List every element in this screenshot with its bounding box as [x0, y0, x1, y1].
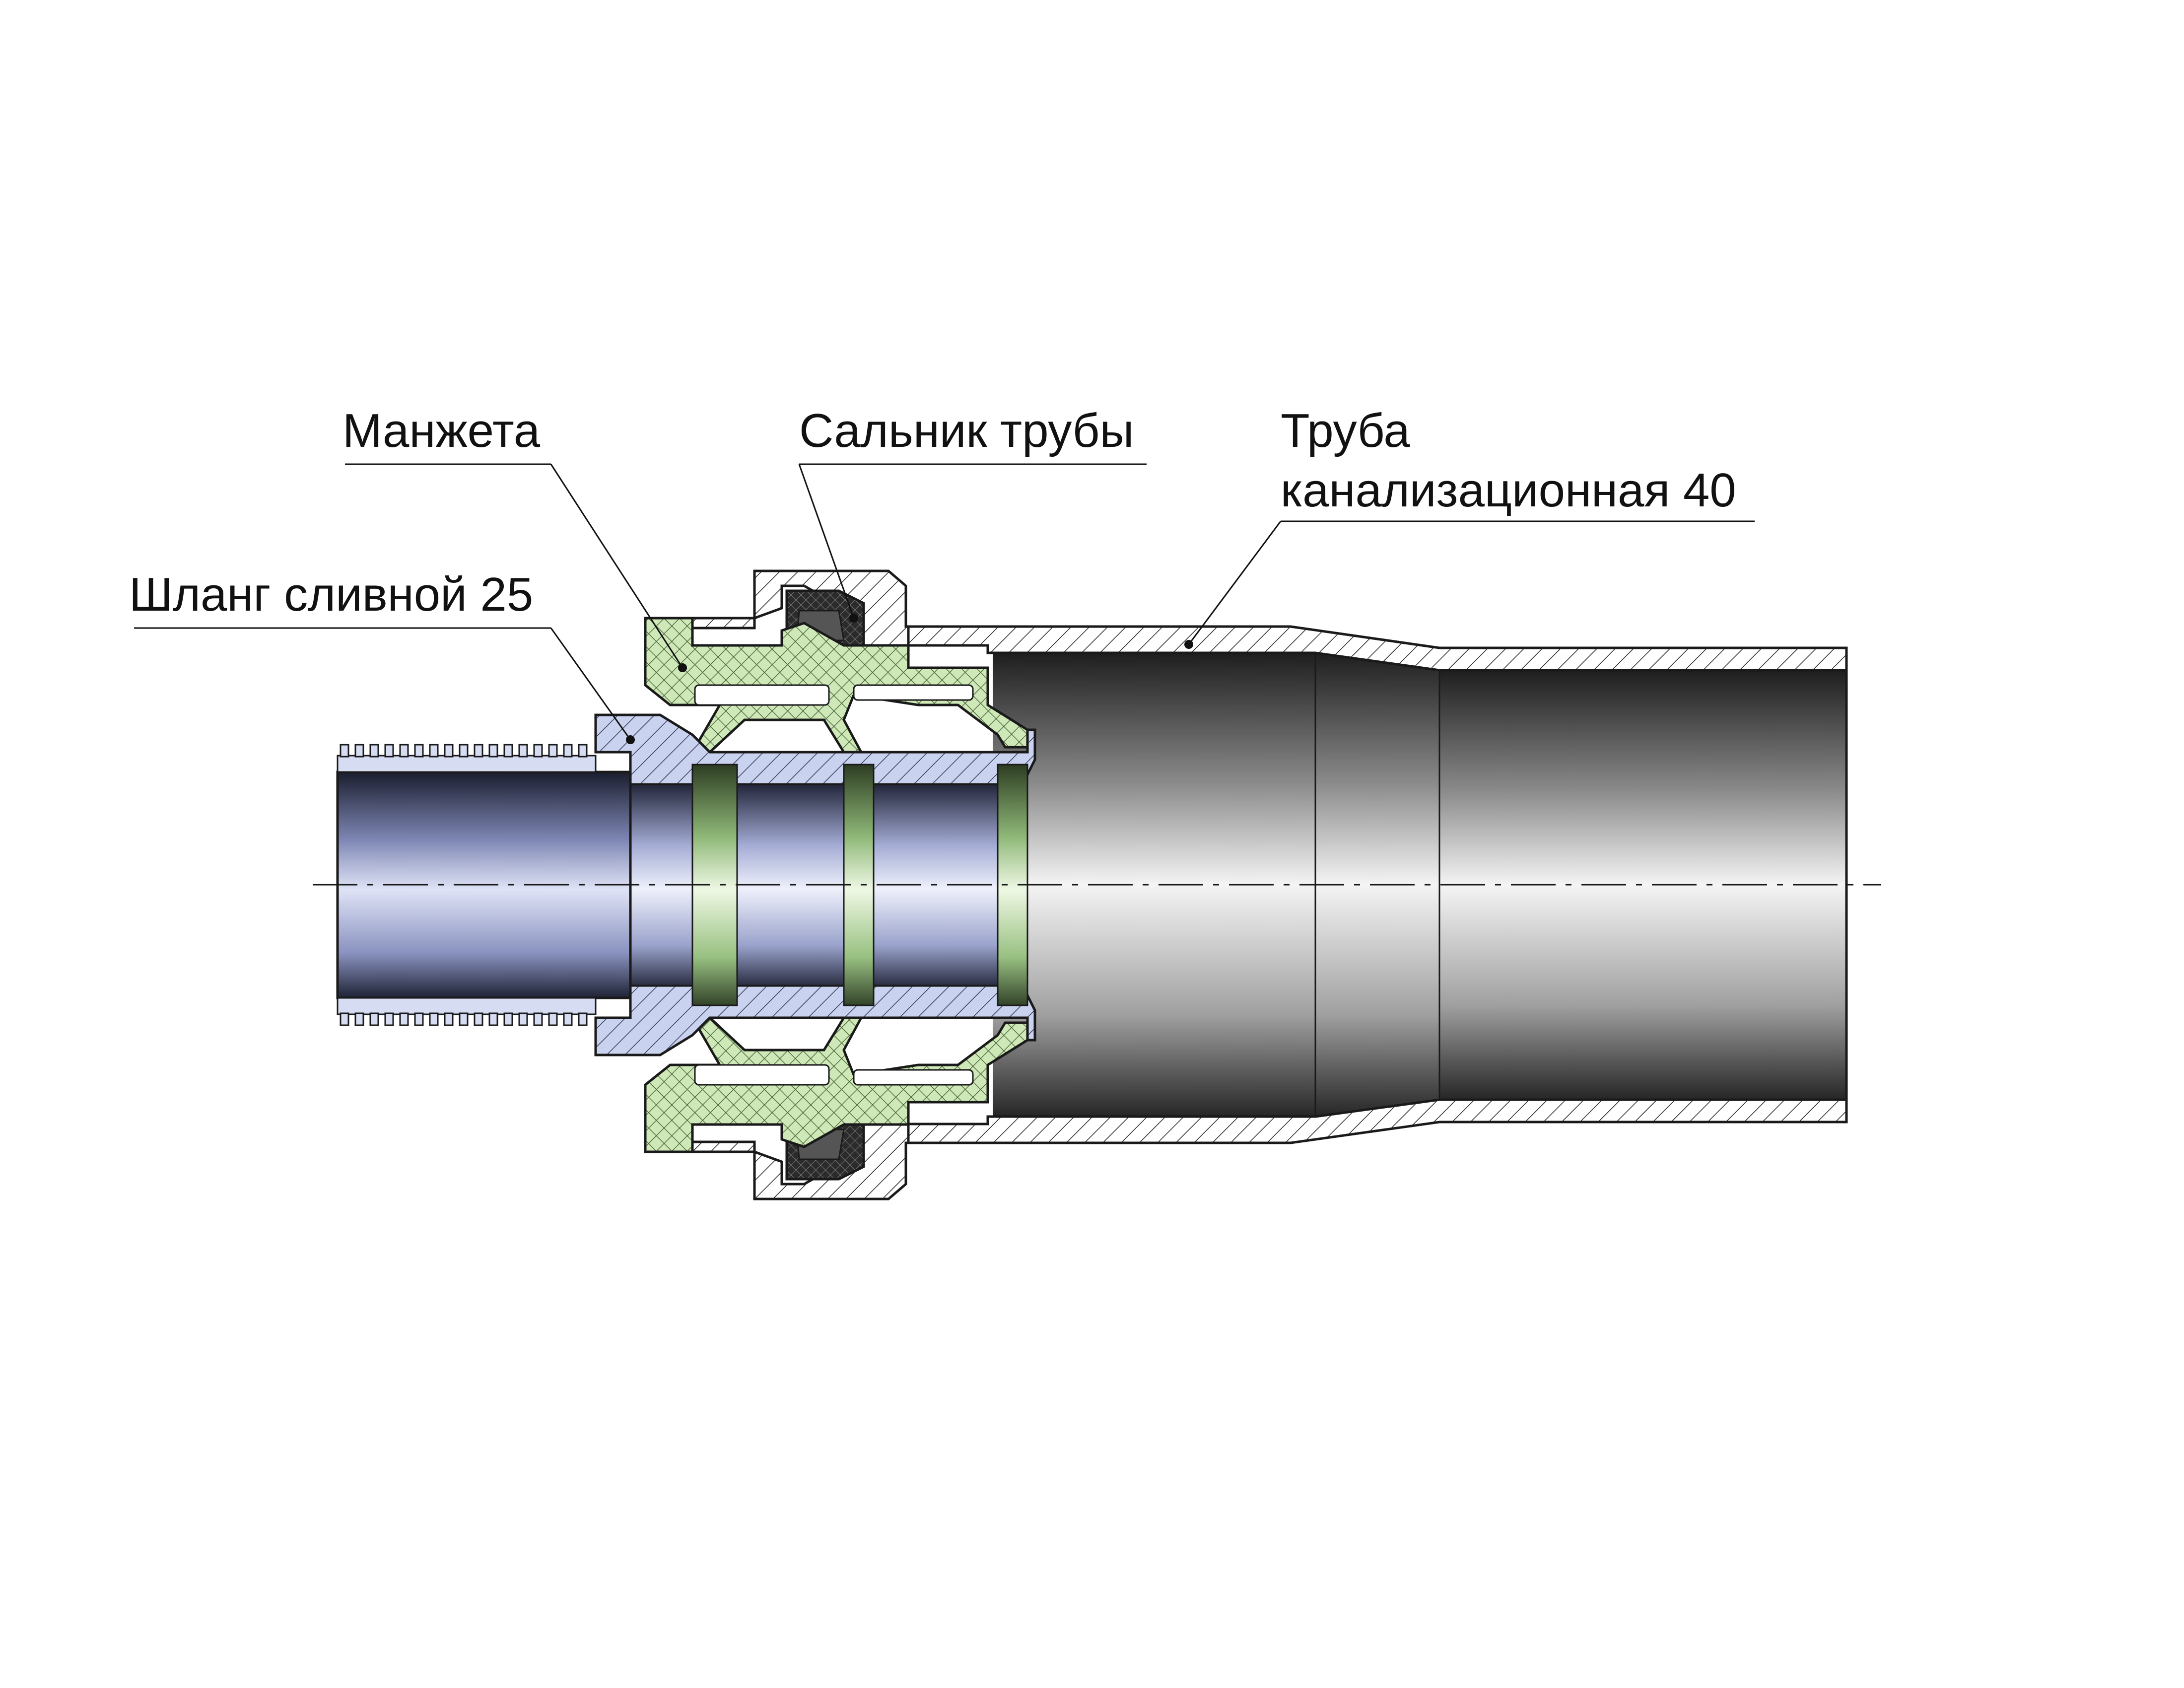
hose-sleeve-bottom	[594, 984, 1036, 1056]
hose-rib	[503, 744, 513, 758]
hose-rib	[548, 744, 558, 758]
label-gland: Сальник трубы	[799, 404, 1134, 457]
hose-rib	[444, 1012, 454, 1026]
hose-rib	[459, 744, 469, 758]
hose-corrugation-top	[337, 744, 597, 773]
hose-rib	[414, 744, 424, 758]
hose-rib	[533, 744, 543, 758]
hose-rib	[369, 1012, 379, 1026]
hose-rib	[533, 1012, 543, 1026]
hose-rib	[354, 1012, 364, 1026]
hose-rib	[548, 1012, 558, 1026]
hose-rib	[384, 1012, 394, 1026]
cuff-top-pocket-2	[853, 684, 974, 701]
hose-rib	[578, 1012, 588, 1026]
drain-pipe	[907, 625, 1848, 1144]
callout-gland: Сальник трубы	[798, 404, 1147, 623]
hose-corrugation-bottom	[337, 997, 597, 1026]
hose-rib	[414, 1012, 424, 1026]
hose-rib	[563, 1012, 573, 1026]
hose-rib	[459, 1012, 469, 1026]
hose-rib	[578, 744, 588, 758]
hose-rib	[474, 1012, 483, 1026]
hose-rib	[488, 744, 498, 758]
hose-sleeve-top	[594, 713, 1036, 786]
label-cuff: Манжета	[342, 404, 541, 457]
cuff-bottom-pocket	[694, 1064, 830, 1086]
label-hose: Шланг сливной 25	[129, 568, 533, 621]
hose-rib	[399, 744, 409, 758]
callout-hose: Шланг сливной 25	[129, 568, 635, 744]
hose-rib	[444, 744, 454, 758]
hose-rib	[384, 744, 394, 758]
hose-rib	[518, 744, 528, 758]
callout-pipe: Труба канализационная 40	[1184, 404, 1755, 649]
hose-rib	[340, 1012, 349, 1026]
label-pipe-line1: Труба	[1281, 404, 1410, 457]
hose-rib	[399, 1012, 409, 1026]
hose-corrugation-base	[337, 755, 597, 773]
hose-rib	[518, 1012, 528, 1026]
cuff-top-pocket	[694, 684, 830, 706]
hose-rib	[429, 1012, 439, 1026]
hose-rib	[503, 1012, 513, 1026]
hose-rib	[369, 744, 379, 758]
hose-rib	[563, 744, 573, 758]
hose-rib	[340, 744, 349, 758]
cuff	[644, 617, 1029, 1153]
cuff-bottom-pocket-2	[853, 1069, 974, 1086]
callout-cuff: Манжета	[342, 404, 687, 672]
hose-corrugation-base	[337, 997, 597, 1015]
hose-rib	[429, 744, 439, 758]
label-pipe-line2: канализационная 40	[1281, 464, 1736, 517]
hose-rib	[474, 744, 483, 758]
hose-rib	[354, 744, 364, 758]
hose-rib	[488, 1012, 498, 1026]
